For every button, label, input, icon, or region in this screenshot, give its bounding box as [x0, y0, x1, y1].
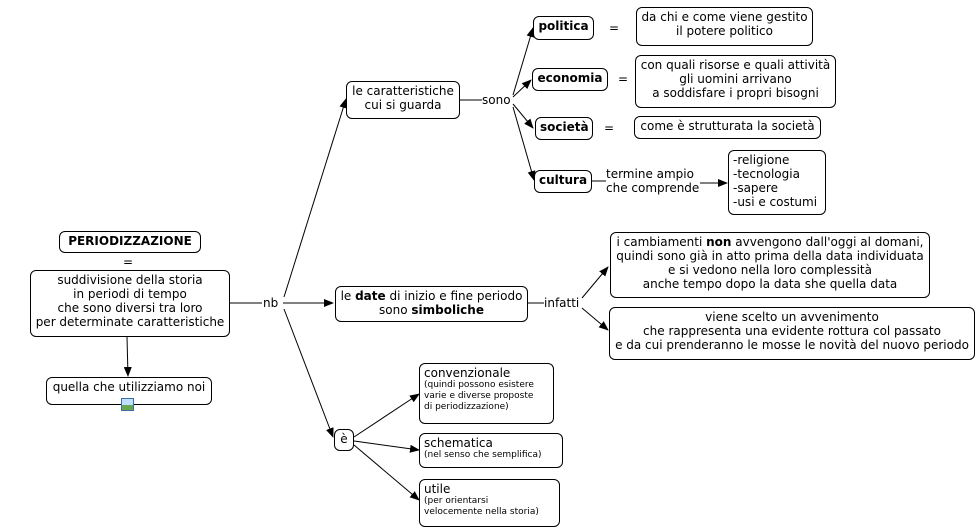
dates-mid: di inizio e fine periodo sono [379, 289, 523, 317]
our-periodization-label: quella che utilizziamo noi [52, 380, 206, 394]
link-infatti: infatti [544, 296, 580, 310]
image-icon[interactable] [121, 398, 134, 411]
aspect-economia[interactable]: economia [532, 68, 608, 91]
quality-utile-label: utile [424, 482, 451, 496]
quality-convenzionale[interactable]: convenzionale (quindi possono esistere v… [419, 363, 554, 424]
quality-schematica[interactable]: schematica (nel senso che semplifica) [419, 433, 563, 468]
societa-equals: = [604, 121, 615, 135]
aspect-societa[interactable]: società [535, 117, 593, 140]
aspect-cultura[interactable]: cultura [534, 170, 592, 193]
dates-date-bold: date [355, 289, 386, 303]
dates-symbolic-node[interactable]: le date di inizio e fine periodo sono si… [335, 286, 528, 322]
quality-convenzionale-note: (quindi possono esistere varie e diverse… [424, 380, 534, 412]
quality-utile[interactable]: utile (per orientarsi velocemente nella … [419, 479, 560, 527]
economia-equals: = [618, 72, 629, 86]
fact-first-bold: non [706, 235, 732, 249]
link-sono: sono [482, 93, 511, 107]
quality-utile-note: (per orientarsi velocemente nella storia… [424, 496, 539, 517]
fact-first-pre: i cambiamenti [616, 235, 707, 249]
economia-description[interactable]: con quali risorse e quali attività gli u… [635, 55, 836, 108]
fact-first-post: avvengono dall'oggi al domani, quindi so… [616, 235, 924, 291]
cultura-list[interactable]: -religione -tecnologia -sapere -usi e co… [728, 150, 826, 215]
quality-schematica-label: schematica [424, 436, 493, 450]
is-node[interactable]: è [334, 429, 354, 451]
link-termine-ampio: termine ampio che comprende [606, 167, 700, 195]
dates-simboliche-bold: simboliche [411, 303, 484, 317]
aspect-politica[interactable]: politica [533, 16, 594, 40]
quality-convenzionale-label: convenzionale [424, 366, 511, 380]
characteristics-node[interactable]: le caratteristiche cui si guarda [346, 81, 460, 119]
fact-event-chosen[interactable]: viene scelto un avvenimento che rapprese… [609, 307, 975, 360]
periodization-definition[interactable]: suddivisione della storia in periodi di … [30, 270, 230, 337]
politica-equals: = [609, 21, 620, 35]
root-equals: = [123, 255, 134, 269]
politica-description[interactable]: da chi e come viene gestito il potere po… [636, 7, 813, 46]
root-title[interactable]: PERIODIZZAZIONE [59, 231, 201, 253]
societa-description[interactable]: come è strutturata la società [634, 116, 821, 139]
link-nb: nb [263, 296, 279, 310]
quality-schematica-note: (nel senso che semplifica) [424, 450, 542, 460]
fact-gradual-changes[interactable]: i cambiamenti non avvengono dall'oggi al… [610, 232, 930, 298]
dates-pre: le [340, 289, 356, 303]
